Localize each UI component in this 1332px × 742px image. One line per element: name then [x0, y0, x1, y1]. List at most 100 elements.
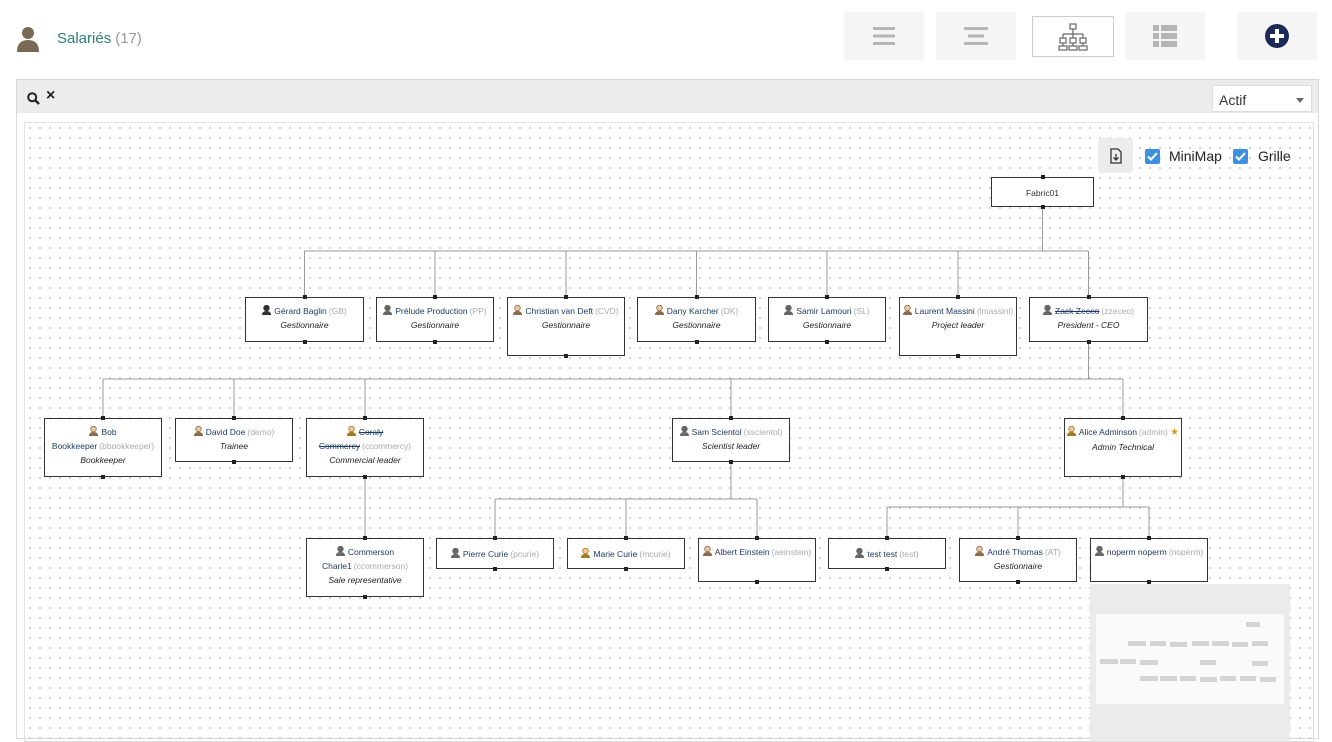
employee-node[interactable]: Zack Zeceo(zzeceo)President - CEO — [1029, 297, 1148, 342]
node-anchor — [302, 295, 307, 299]
employee-name[interactable]: noperm noperm — [1106, 547, 1167, 557]
node-anchor — [956, 354, 960, 358]
employee-name[interactable]: Dany Karcher — [666, 306, 719, 316]
clear-filter-icon[interactable]: × — [46, 87, 56, 104]
employee-name[interactable]: Zack Zeceo — [1055, 306, 1100, 316]
employee-name[interactable]: Coraly Commercy — [318, 427, 384, 451]
employee-login: (noperm) — [1168, 547, 1204, 557]
node-anchor — [729, 416, 733, 420]
minimap-node — [1140, 660, 1158, 665]
file-export-icon — [1109, 147, 1122, 164]
employee-node[interactable]: Samir Lamouri(SL)Gestionnaire — [768, 297, 886, 342]
export-button[interactable] — [1098, 138, 1133, 173]
employee-job: Trainee — [219, 441, 249, 451]
employee-node[interactable]: Marie Curie(mcurie) — [567, 538, 685, 569]
user-icon — [17, 27, 39, 52]
employee-node[interactable]: Coraly Commercy(ccommercy)Commercial lea… — [306, 418, 424, 477]
node-anchor — [1086, 295, 1091, 299]
node-anchor — [825, 340, 829, 344]
employee-node[interactable]: Pierre Curie(pcurie) — [436, 538, 554, 569]
employee-job: Gestionnaire — [802, 320, 852, 330]
table-list-icon — [1153, 25, 1177, 47]
avatar-icon — [335, 546, 345, 556]
employee-name[interactable]: Pierre Curie — [462, 549, 509, 559]
employee-name[interactable]: Commerson Charle1 — [321, 547, 395, 571]
minimap-node — [1120, 659, 1136, 664]
employee-node[interactable]: Sam Scientol(sscientol)Scientist leader — [672, 418, 790, 462]
plus-circle-icon — [1265, 24, 1289, 48]
avatar-icon — [89, 426, 99, 436]
orgchart-panel: × Actif MiniMap Grille Fabric01 Gérard B… — [16, 79, 1319, 742]
employee-job: Bookkeeper — [80, 455, 126, 465]
grid-checkbox[interactable] — [1233, 149, 1248, 164]
table-view-button[interactable] — [1125, 12, 1205, 60]
employee-node[interactable]: Dany Karcher(DK)Gestionnaire — [637, 297, 756, 342]
employee-node[interactable]: test test(test) — [828, 538, 946, 569]
node-anchor — [363, 536, 367, 540]
node-anchor — [363, 595, 367, 599]
minimap-node — [1200, 677, 1217, 682]
avatar-icon — [702, 546, 712, 556]
node-anchor — [363, 416, 367, 420]
grid-label: Grille — [1258, 148, 1291, 164]
employee-name[interactable]: Gérard Baglin — [274, 306, 327, 316]
employee-node[interactable]: Bob Bookkeeper(bbookkeeper)Bookkeeper — [44, 418, 162, 477]
employee-name[interactable]: Prélude Production — [395, 306, 468, 316]
employee-name[interactable]: Albert Einstein — [714, 547, 770, 557]
node-anchor — [1121, 416, 1125, 420]
minimap-checkbox[interactable] — [1145, 149, 1160, 164]
avatar-icon — [383, 305, 393, 315]
list-view-button[interactable] — [844, 12, 924, 60]
search-icon[interactable] — [27, 92, 40, 105]
employee-node[interactable]: noperm noperm(noperm) — [1090, 538, 1208, 582]
org-root-node[interactable]: Fabric01 — [991, 177, 1094, 207]
employee-node[interactable]: Gérard Baglin(GB)Gestionnaire — [245, 297, 364, 342]
employee-node[interactable]: Albert Einstein(aeinstein) — [698, 538, 816, 582]
node-anchor — [956, 295, 960, 299]
employee-node[interactable]: Laurent Massini(lmassini)Project leader — [899, 297, 1017, 356]
node-anchor — [694, 340, 699, 344]
align-center-icon — [964, 27, 988, 45]
top-bar: Salariés(17) — [0, 0, 1332, 78]
node-anchor — [729, 460, 733, 464]
node-anchor — [1147, 536, 1151, 540]
employee-name[interactable]: test test — [867, 549, 898, 559]
minimap-node — [1128, 641, 1146, 646]
employee-login: (pcurie) — [510, 549, 540, 559]
employee-node[interactable]: Alice Adminson(admin) ★Admin Technical — [1064, 418, 1182, 477]
employee-name[interactable]: David Doe — [205, 427, 246, 437]
filter-bar: × Actif — [17, 80, 1318, 113]
employee-name[interactable]: Christian van Deft — [525, 306, 593, 316]
node-anchor — [493, 567, 497, 571]
employee-name[interactable]: Samir Lamouri — [796, 306, 852, 316]
employee-name[interactable]: Marie Curie — [593, 549, 638, 559]
avatar-icon — [450, 548, 460, 558]
list-alt-view-button[interactable] — [936, 12, 1016, 60]
employee-node[interactable]: Christian van Deft(CVD)Gestionnaire — [507, 297, 625, 356]
employee-job: Commercial leader — [329, 455, 401, 465]
employee-name[interactable]: Alice Adminson — [1078, 427, 1137, 437]
minimap-node — [1220, 676, 1236, 681]
employee-node[interactable]: Prélude Production(PP)Gestionnaire — [376, 297, 494, 342]
employee-node[interactable]: André Thomas(AT)Gestionnaire — [959, 538, 1077, 582]
employee-node[interactable]: Commerson Charle1(ccommerson)Sale repres… — [306, 538, 424, 597]
employee-name[interactable]: Sam Scientol — [691, 427, 742, 437]
minimap-node — [1246, 622, 1260, 627]
employee-name[interactable]: André Thomas — [987, 547, 1043, 557]
minimap[interactable] — [1090, 584, 1290, 741]
avatar-icon — [679, 426, 689, 436]
employee-name[interactable]: Bob Bookkeeper — [51, 427, 117, 451]
check-icon — [1147, 152, 1158, 161]
employee-node[interactable]: David Doe(demo)Trainee — [175, 418, 293, 462]
add-employee-button[interactable] — [1237, 12, 1317, 60]
page-title: Salariés(17) — [57, 30, 142, 47]
avatar-icon — [855, 548, 865, 558]
employee-name[interactable]: Laurent Massini — [914, 306, 975, 316]
node-anchor — [564, 295, 568, 299]
orgchart-canvas[interactable]: MiniMap Grille Fabric01 Gérard Baglin(GB… — [24, 122, 1314, 742]
orgchart-view-button[interactable] — [1032, 16, 1114, 57]
node-anchor — [493, 536, 497, 540]
status-filter-select[interactable]: Actif — [1212, 85, 1312, 112]
avatar-icon — [513, 305, 523, 315]
org-root-name: Fabric01 — [1025, 188, 1060, 198]
